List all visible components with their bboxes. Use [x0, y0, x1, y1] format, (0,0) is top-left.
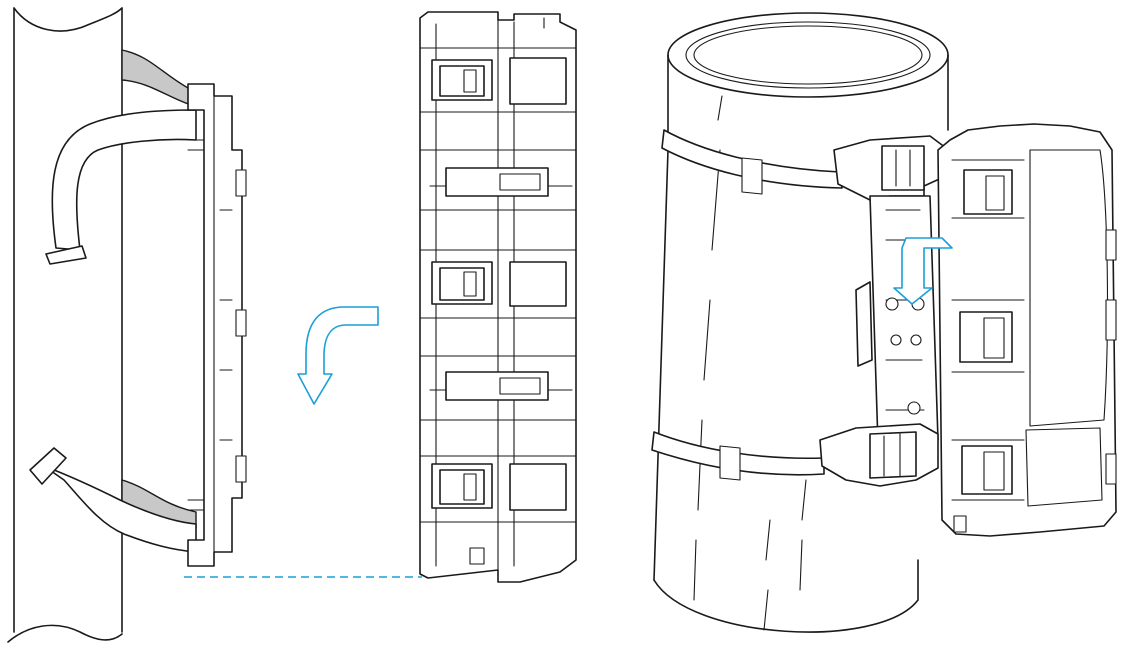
- right-device: [937, 123, 1117, 537]
- right-pipe: [653, 12, 949, 633]
- curved-arrow-down-icon: [297, 306, 379, 405]
- left-upper-strap: [45, 49, 197, 265]
- middle-device: [419, 11, 577, 583]
- latch-5: [431, 463, 567, 511]
- right-lower-strap: [651, 431, 825, 481]
- latch-2: [429, 167, 573, 197]
- right-panel: [651, 12, 1117, 633]
- latch-4: [429, 371, 573, 401]
- arrow-down-icon: [893, 237, 953, 305]
- latch-3: [431, 261, 567, 307]
- right-upper-strap: [661, 129, 843, 195]
- left-mounting-base: [187, 83, 247, 567]
- left-panel: [7, 7, 247, 643]
- left-lower-strap: [29, 447, 197, 553]
- left-pipe: [7, 7, 123, 643]
- latch-1: [431, 57, 567, 105]
